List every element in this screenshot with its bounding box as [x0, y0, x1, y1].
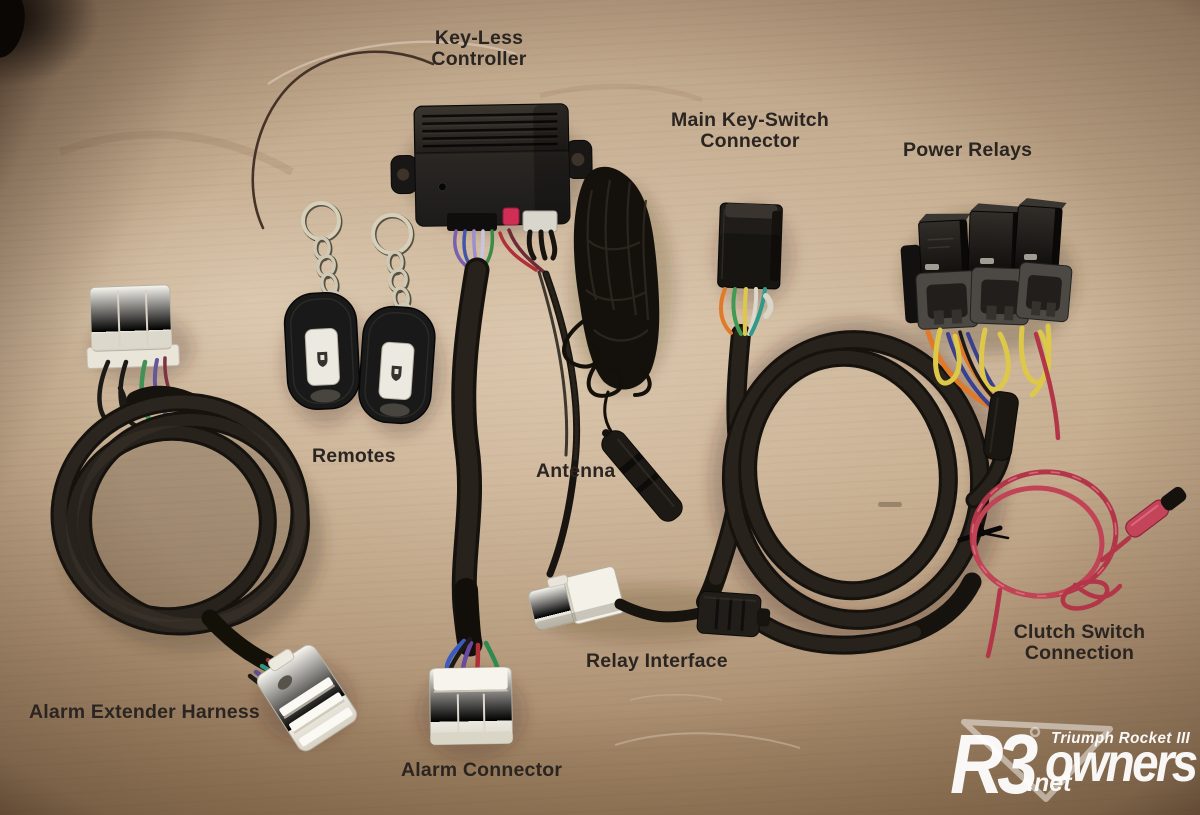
alarm-extender-top-connector	[86, 284, 180, 370]
controller-box	[390, 103, 593, 227]
controller-main-sleeve	[451, 257, 490, 657]
key-switch-connector-body	[717, 202, 783, 290]
controller-relay-branch-cable	[537, 270, 581, 578]
fob-button-right	[379, 403, 410, 417]
clutch-wire-feed	[1033, 331, 1061, 441]
watermark-domain-suffix: .net	[1027, 769, 1072, 797]
cable-loop-inner	[738, 347, 958, 601]
label-antenna: Antenna	[536, 460, 616, 482]
controller-connector-red	[502, 207, 520, 226]
fob-body-left	[283, 291, 361, 411]
antenna-stray-loops	[561, 318, 652, 398]
keyless-controller-group	[251, 50, 593, 674]
chain-right	[386, 250, 413, 324]
label-alarm-extender-harness: Alarm Extender Harness	[29, 701, 260, 723]
alarm-extender-end-connector	[256, 644, 358, 752]
relay-interface-black-connector	[696, 590, 771, 638]
relay-interface-cable	[614, 598, 706, 623]
label-keyless-controller: Key-Less Controller	[431, 27, 527, 71]
label-remotes: Remotes	[312, 445, 396, 467]
relay-tape-bundle	[983, 391, 1019, 461]
label-main-key-switch-connector: Main Key-Switch Connector	[671, 109, 829, 153]
cable-loop-outer	[721, 330, 991, 630]
watermark-brand-suffix: owners	[1045, 733, 1198, 793]
label-relay-interface: Relay Interface	[586, 650, 728, 672]
clutch-connector-tip	[1160, 486, 1187, 511]
remotes-group	[283, 201, 436, 425]
watermark-tagline: Triumph Rocket III	[1051, 730, 1191, 747]
antenna-lead-wire	[251, 50, 435, 230]
relay-sockets	[915, 261, 1073, 330]
antenna-element	[601, 429, 683, 522]
key-switch-connector-wires	[718, 287, 774, 336]
power-relays-group	[900, 198, 1073, 461]
main-key-switch-connector-group	[717, 202, 783, 336]
fob-logo-right	[391, 365, 402, 381]
watermark-triangle-icon	[961, 719, 1113, 802]
watermark-brand-prefix: R3	[950, 717, 1038, 811]
clutch-connector	[1125, 486, 1187, 538]
loop-bottom-cable	[747, 572, 982, 655]
controller-connector-white	[522, 210, 558, 233]
fob-button-left	[310, 389, 341, 403]
relay-interface-group	[528, 566, 771, 638]
keyring-right	[371, 213, 413, 255]
fob-body-right	[358, 305, 436, 425]
clutch-switch-group	[969, 331, 1187, 659]
fob-logo-left	[317, 351, 328, 367]
label-alarm-connector: Alarm Connector	[401, 759, 563, 781]
label-power-relays: Power Relays	[903, 139, 1033, 161]
remote-right	[358, 213, 436, 425]
background-scratches	[58, 40, 902, 749]
alarm-connector-group	[428, 666, 514, 746]
antenna-group	[561, 166, 683, 522]
remote-left	[283, 201, 361, 411]
corner-shadow-object	[0, 0, 25, 58]
label-clutch-switch-connection: Clutch Switch Connection	[1013, 621, 1146, 665]
harness-loop-group	[696, 324, 1012, 655]
antenna-wire-hank	[573, 166, 660, 390]
clutch-wire-coil	[969, 469, 1132, 659]
alarm-extender-harness-group	[50, 284, 358, 752]
controller-connector-black	[447, 213, 497, 231]
alarm-extender-cable-coil	[50, 385, 310, 672]
relay-interface-white-connector	[528, 566, 625, 631]
keyring-left	[301, 201, 341, 241]
controller-indicator-dot	[437, 182, 447, 192]
